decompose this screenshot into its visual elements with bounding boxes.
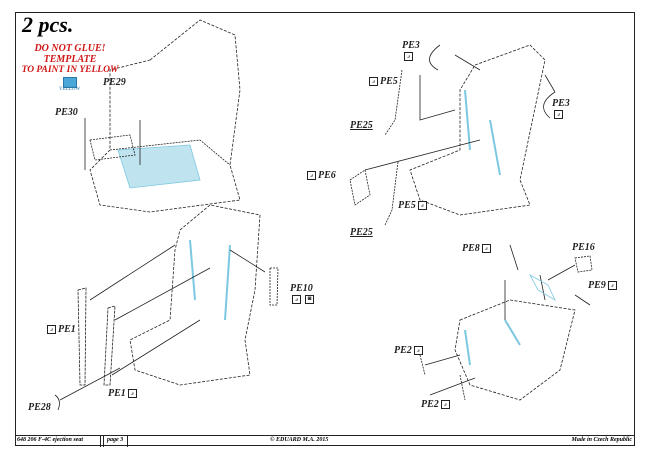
footer-divider [127, 436, 128, 447]
warning-line-3: TO PAINT IN YELLOW [21, 65, 119, 75]
bend-icon: ⌟ [481, 244, 491, 254]
footer-divider [103, 436, 104, 447]
footer-divider [100, 436, 101, 447]
bend-icon: ⌟ [307, 171, 316, 181]
label-text: PE3 [402, 40, 420, 51]
bend-icon: ⌟ [417, 201, 427, 211]
footer-bar: 648 206 F-4C ejection seat page 3 © EDUA… [15, 435, 635, 447]
label-pe5-top: ⌟PE5 [367, 76, 398, 87]
label-pe25-bottom: PE25 [350, 227, 373, 238]
label-pe25-top: PE25 [350, 120, 373, 131]
label-pe29: PE29 [103, 77, 126, 88]
label-pe10: PE10⌟ ◙ [290, 283, 316, 305]
label-pe8: PE8⌟ [462, 243, 493, 254]
label-text: PE5 [398, 200, 416, 211]
swatch-label: YELLOW [59, 87, 81, 92]
label-text: PE9 [588, 280, 606, 291]
footer-origin: Made in Czech Republic [571, 437, 632, 443]
label-text: PE8 [462, 243, 480, 254]
bend-icon: ⌟ [607, 281, 617, 291]
label-text: PE5 [380, 76, 398, 87]
bend-icon: ⌟ [47, 325, 56, 335]
seat-template-diagram [84, 19, 241, 213]
fold-icon: ◙ [305, 295, 314, 305]
yellow-swatch-icon [63, 77, 77, 88]
label-pe2-lower: PE2⌟ [421, 399, 452, 410]
label-pe1-bottom: PE1⌟ [108, 388, 139, 399]
warning-line-1: DO NOT GLUE! [34, 43, 106, 54]
label-pe5-bottom: PE5⌟ [398, 200, 429, 211]
label-pe1-left: ⌟PE1 [45, 324, 76, 335]
label-text: PE1 [108, 388, 126, 399]
footer-page: page 3 [107, 437, 124, 443]
footer-kit: 648 206 F-4C ejection seat [17, 437, 83, 443]
seat-right-bottom-diagram [419, 244, 593, 401]
label-pe28: PE28 [28, 402, 51, 413]
label-text: PE2 [394, 345, 412, 356]
label-text: PE2 [421, 399, 439, 410]
label-pe9: PE9⌟ [588, 280, 619, 291]
label-pe3-right: PE3⌟ [552, 98, 570, 120]
seat-right-top-diagram [349, 44, 556, 226]
quantity-title: 2 pcs. [22, 12, 74, 37]
label-pe30: PE30 [55, 107, 78, 118]
bend-icon: ⌟ [413, 346, 423, 356]
label-text: PE10 [290, 283, 313, 294]
page-frame [15, 12, 635, 446]
bend-icon: ⌟ [440, 400, 450, 410]
label-pe3-top: PE3⌟ [402, 40, 420, 62]
seat-left-bottom-diagram [54, 204, 279, 411]
label-text: PE1 [58, 324, 76, 335]
warning-line-2: TEMPLATE [43, 54, 97, 65]
bend-icon: ⌟ [127, 389, 137, 399]
pe29-part [89, 134, 136, 161]
label-pe16: PE16 [572, 242, 595, 253]
label-text: PE6 [318, 170, 336, 181]
footer-copyright: © EDUARD M.A. 2015 [270, 437, 329, 443]
bend-icon: ⌟ [369, 77, 378, 87]
bend-icon: ⌟ [292, 295, 301, 305]
bend-icon: ⌟ [554, 110, 563, 120]
label-pe2-upper: PE2⌟ [394, 345, 425, 356]
bend-icon: ⌟ [404, 52, 413, 62]
label-text: PE3 [552, 98, 570, 109]
label-pe6: ⌟PE6 [305, 170, 336, 181]
